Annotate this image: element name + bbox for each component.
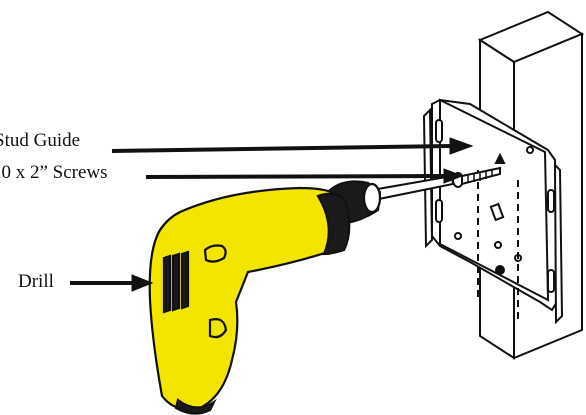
stud-guide-arrow-line (111, 144, 453, 153)
stud-guide-arrowhead (449, 137, 474, 155)
drill-label: Drill (18, 271, 54, 292)
power-drill-icon (148, 180, 382, 415)
drill-arrowhead (131, 274, 154, 292)
callout-arrows (70, 137, 474, 292)
screws-arrowhead (443, 168, 464, 184)
screws-arrow-line (145, 174, 447, 179)
mounting-plate-icon (422, 98, 564, 325)
stud-guide-label: Stud Guide (0, 130, 81, 151)
screws-label: 10 x 2” Screws (0, 162, 108, 183)
